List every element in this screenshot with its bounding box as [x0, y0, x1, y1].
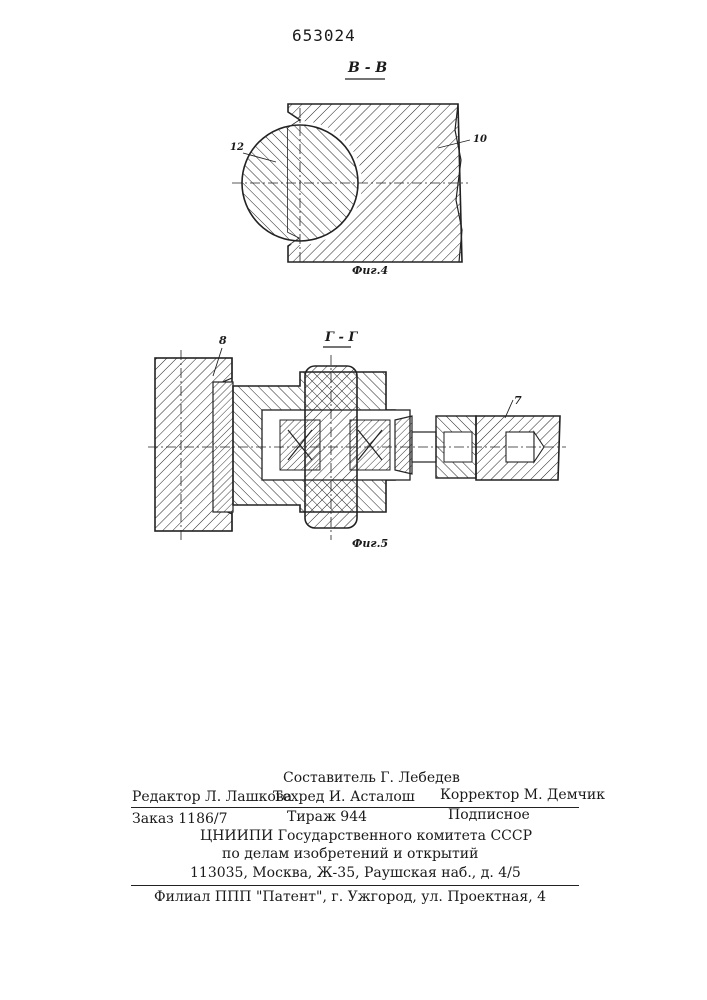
figure4-section-label: В - В [348, 60, 387, 76]
imprint-corrector: Корректор М. Демчик [440, 787, 605, 803]
imprint-divider-bottom [131, 885, 579, 886]
imprint-techeditor: Техред И. Асталош [273, 789, 415, 805]
imprint-institute-line2: по делам изобретений и открытий [222, 846, 478, 862]
imprint-branch: Филиал ППП "Патент", г. Ужгород, ул. Про… [154, 889, 546, 905]
imprint-institute-line1: ЦНИИПИ Государственного комитета СССР [200, 828, 532, 844]
figure5-caption: Фиг.5 [352, 537, 388, 550]
imprint-editor: Редактор Л. Лашкова [132, 789, 292, 805]
imprint-compiler: Составитель Г. Лебедев [283, 770, 460, 786]
figure5-drawing [148, 347, 566, 540]
imprint-circulation: Тираж 944 [287, 809, 367, 825]
figure5-label-8: 8 [219, 334, 227, 347]
figure4-drawing [232, 79, 470, 262]
imprint-subscription: Подписное [448, 807, 530, 823]
figure5-section-label: Г - Г [325, 330, 357, 345]
figure4-label-10: 10 [473, 134, 487, 145]
imprint-order: Заказ 1186/7 [132, 811, 228, 827]
imprint-address: 113035, Москва, Ж-35, Раушская наб., д. … [190, 865, 521, 881]
figure5-label-7: 7 [514, 394, 522, 407]
figure4-caption: Фиг.4 [352, 264, 388, 277]
figure4-label-12: 12 [230, 142, 244, 153]
